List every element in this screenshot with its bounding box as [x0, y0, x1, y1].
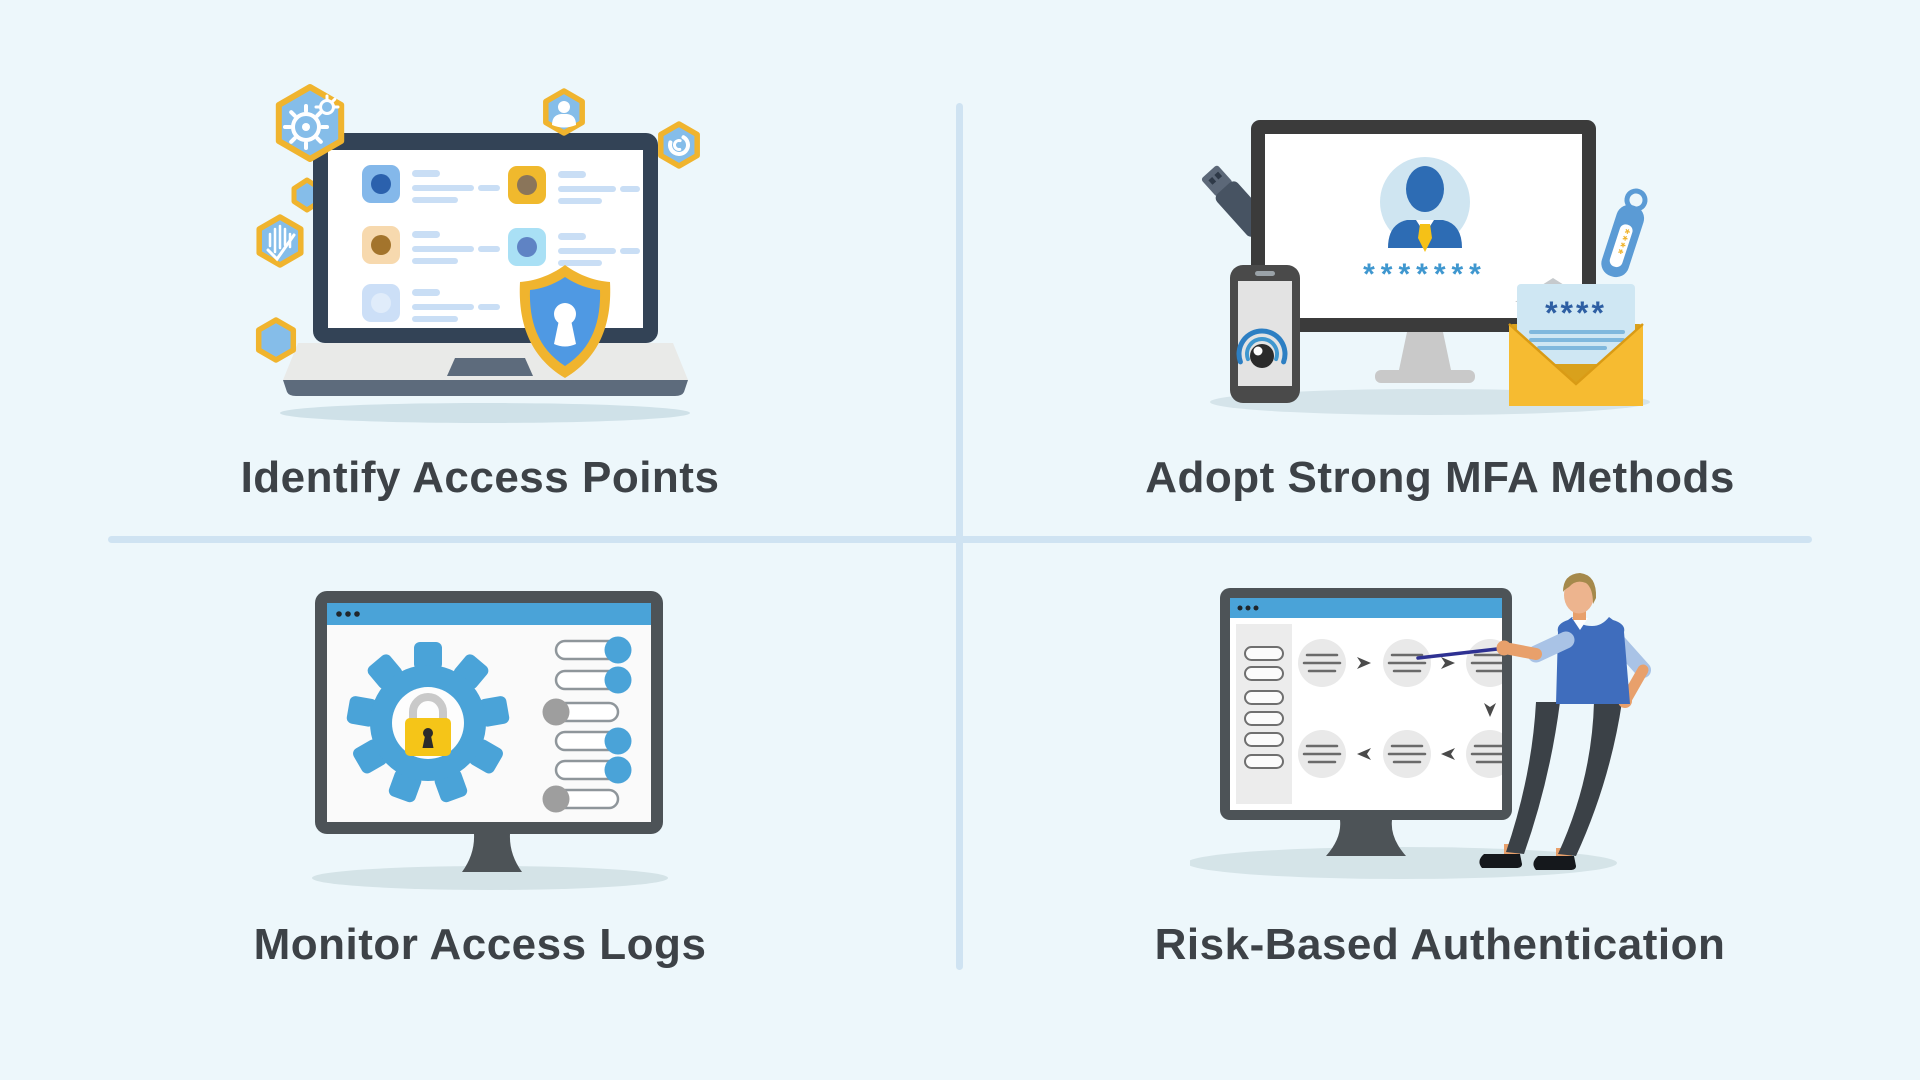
monitor-stand — [1326, 820, 1406, 856]
hexagon-blank-icon — [255, 317, 297, 363]
quadrant-title-risk-based-authentication: Risk-Based Authentication — [1154, 920, 1726, 969]
laptop-shadow — [280, 403, 690, 423]
monitor-stand — [462, 834, 522, 872]
quadrant-title-monitor-access-logs: Monitor Access Logs — [253, 920, 707, 969]
email-otp-envelope-icon: **** — [1508, 278, 1644, 406]
toggle-switch-list — [542, 636, 632, 813]
toggle-switch-3-off — [542, 698, 620, 726]
laptop-front-edge — [283, 380, 688, 396]
toggle-switch-6-off — [542, 785, 620, 813]
padlock-shackle — [409, 693, 447, 725]
hexagon-loading-ring-icon — [658, 121, 700, 169]
monitor-shadow — [312, 866, 668, 890]
person-shoe — [1479, 854, 1522, 868]
quadrant-title-identify-access-points: Identify Access Points — [240, 453, 720, 502]
settings-monitor-illustration — [312, 591, 668, 890]
person-head — [1564, 576, 1594, 614]
keyhole-icon — [554, 303, 576, 325]
flowchart-presenter-illustration — [1190, 573, 1651, 879]
toggle-switch-4-on — [554, 727, 632, 755]
desktop-monitor: ******* — [1251, 120, 1596, 383]
login-avatar — [1380, 157, 1470, 252]
presenter-person — [1416, 573, 1651, 870]
window-dots-icon — [1237, 605, 1259, 611]
toggle-switch-1-on — [554, 636, 632, 664]
hexagon-fingerprint-scan-icon — [256, 214, 304, 268]
laptop — [283, 133, 688, 396]
hexagon-user-icon — [543, 88, 585, 136]
toggle-switch-5-on — [554, 756, 632, 784]
hexagon-gears-icon — [275, 84, 345, 162]
gear-lock-icon — [346, 642, 510, 803]
toggle-switch-2-on — [554, 666, 632, 694]
window-title-bar — [327, 603, 651, 625]
person-leg — [1506, 702, 1560, 854]
masked-password-text: ******* — [1363, 258, 1487, 291]
email-code-text: **** — [1545, 295, 1607, 331]
person-vest — [1556, 617, 1630, 704]
laptop-illustration — [255, 84, 700, 423]
flowchart-arrows — [1357, 657, 1496, 760]
window-title-bar — [1230, 598, 1502, 618]
avatar-tie — [1418, 224, 1432, 252]
otp-letter: **** — [1517, 284, 1635, 364]
security-shield-icon — [519, 265, 611, 378]
person-hand — [1496, 640, 1512, 656]
person-leg — [1558, 702, 1622, 856]
laptop-touchpad — [447, 358, 533, 376]
smartphone-biometric-icon — [1230, 265, 1300, 403]
horizontal-divider — [108, 536, 1812, 543]
otp-key-fob-icon: **** — [1601, 188, 1648, 278]
window-dots-icon — [336, 611, 360, 617]
quadrant-risk-based-authentication: Risk-Based Authentication — [960, 540, 1920, 1080]
dashboard-card-list — [362, 165, 640, 322]
quadrant-monitor-access-logs: Monitor Access Logs — [0, 540, 960, 1080]
quadrant-adopt-strong-mfa-methods: ******* **** — [960, 0, 1920, 540]
quadrant-title-adopt-strong-mfa-methods: Adopt Strong MFA Methods — [1145, 453, 1735, 502]
sidebar-item-list — [1244, 646, 1284, 769]
monitor-stand — [1399, 332, 1451, 370]
flowchart-monitor — [1220, 588, 1512, 856]
person-hair — [1563, 573, 1597, 604]
mfa-illustration: ******* **** — [1201, 120, 1650, 415]
quadrant-identify-access-points: Identify Access Points — [0, 0, 960, 540]
person-shoe — [1533, 856, 1576, 870]
monitor-base — [1375, 370, 1475, 383]
pointer-stick — [1416, 646, 1508, 660]
